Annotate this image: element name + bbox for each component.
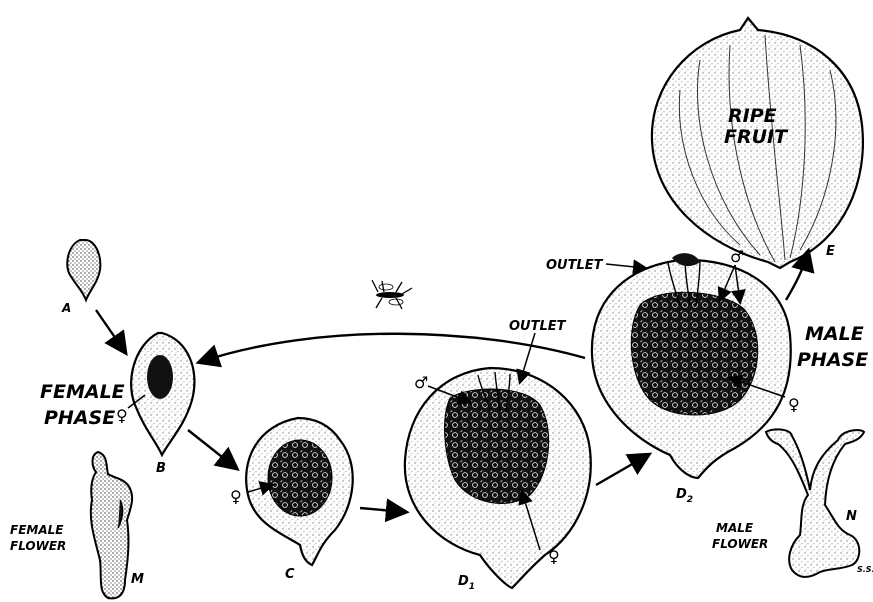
male-flower-line2: FLOWER — [712, 537, 768, 551]
fig-stage-b: B — [128, 333, 194, 476]
male-phase-line2: PHASE — [797, 349, 868, 371]
fig-bud-a: A — [61, 240, 100, 315]
female-phase-line1: FEMALE — [40, 381, 125, 403]
label-a: A — [61, 301, 71, 315]
label-e: E — [826, 244, 835, 259]
ripe-fruit-e: RIPE FRUIT E — [652, 18, 863, 268]
male-flower-n: N S.S. — [766, 429, 873, 577]
male-flower-line1: MALE — [716, 521, 754, 535]
ripe-label-1: RIPE — [728, 105, 777, 127]
arrow-c-d1 — [360, 508, 405, 512]
label-m: M — [131, 572, 144, 587]
female-flower-line1: FEMALE — [10, 523, 64, 537]
label-b: B — [156, 461, 166, 476]
female-flower-m: M — [91, 452, 144, 598]
fig-wasp-icon — [372, 280, 412, 309]
arrow-a-b — [96, 310, 125, 352]
label-d2: D2 — [676, 487, 693, 505]
ripe-label-2: FRUIT — [724, 126, 789, 148]
arrow-d1-d2 — [596, 455, 648, 485]
female-symbol-d2: ♀ — [788, 395, 800, 414]
outlet-label-d2: OUTLET — [546, 258, 604, 273]
outlet-label-d1: OUTLET — [509, 319, 567, 334]
female-phase-line2: PHASE — [44, 407, 115, 429]
male-phase-line1: MALE — [805, 323, 864, 345]
fig-stage-d1: OUTLET D1 — [405, 319, 591, 592]
male-symbol-d1: ♂ — [414, 373, 428, 392]
female-flower-line2: FLOWER — [10, 539, 66, 553]
female-symbol-b: ♀ — [116, 406, 128, 425]
label-n: N — [846, 509, 857, 524]
fig-stage-c: C — [246, 418, 353, 582]
label-d1: D1 — [458, 574, 475, 592]
arrow-b-c — [188, 430, 236, 468]
female-symbol-c: ♀ — [230, 487, 242, 506]
signature: S.S. — [857, 565, 873, 574]
male-symbol-d2: ♂ — [730, 247, 744, 266]
female-symbol-d1: ♀ — [548, 547, 560, 566]
label-c: C — [285, 567, 295, 582]
